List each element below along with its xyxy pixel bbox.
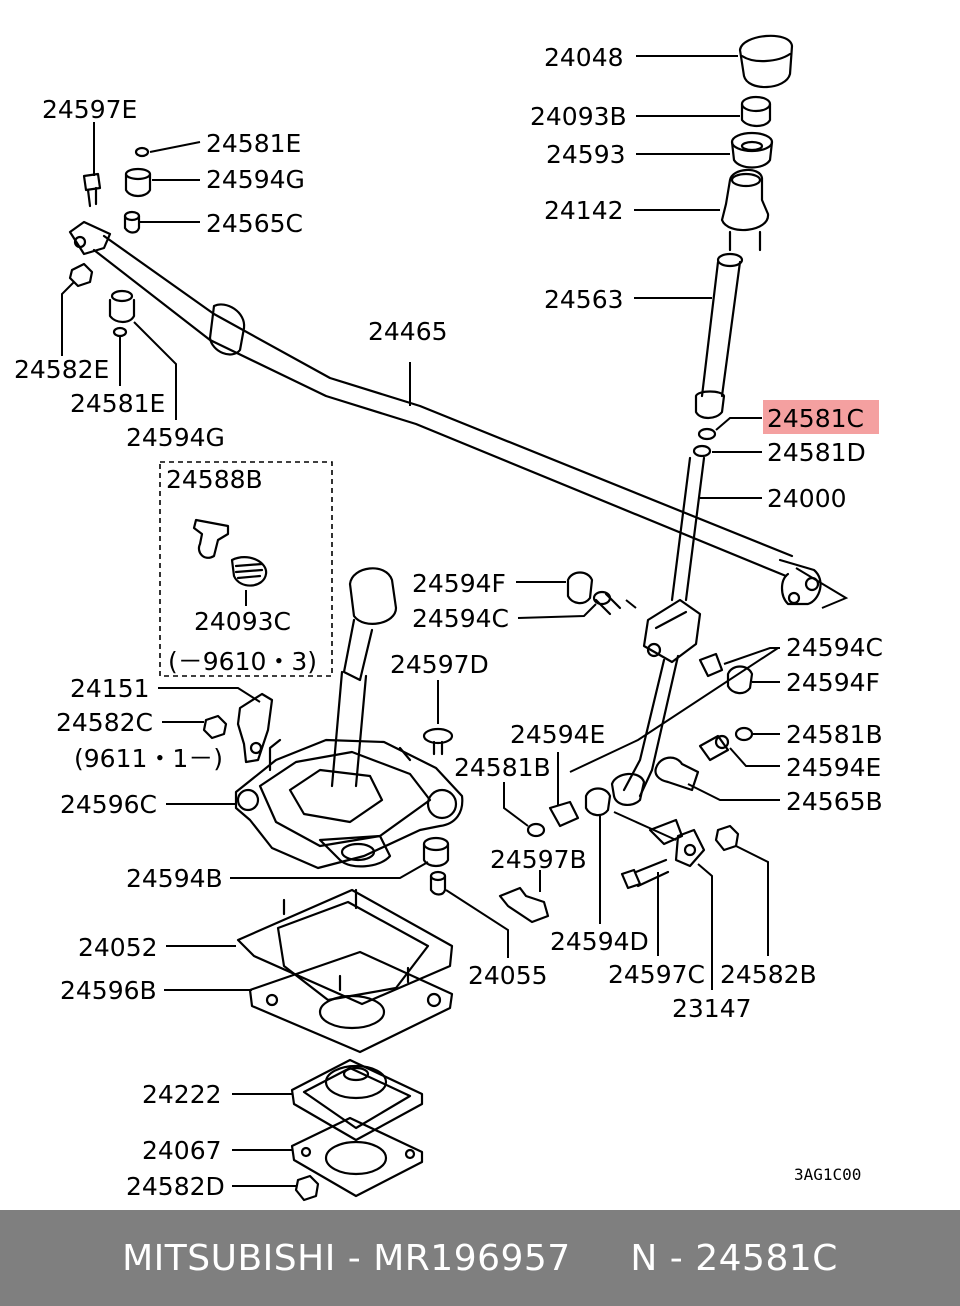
- bushing-24594G-bottom: [108, 289, 136, 324]
- label-24594F-right: 24594F: [786, 668, 880, 697]
- label-24582B: 24582B: [720, 960, 817, 989]
- label-24593: 24593: [546, 140, 626, 169]
- label-24597E: 24597E: [42, 95, 137, 124]
- label-24581B-left: 24581B: [454, 753, 551, 782]
- label-24597C: 24597C: [608, 960, 705, 989]
- label-24581E-bottom: 24581E: [70, 389, 165, 418]
- bolt-24597D: [422, 727, 454, 756]
- bushing-24594C-right: [698, 652, 724, 678]
- label-24582D: 24582D: [126, 1172, 225, 1201]
- label-24465: 24465: [368, 317, 448, 346]
- label-24596C: 24596C: [60, 790, 157, 819]
- highlight-box: [763, 400, 879, 434]
- bushing-24594D: [584, 787, 612, 817]
- footer-bar: MITSUBISHI - MR196957 N - 24581C: [0, 1210, 960, 1306]
- bolt-24597C: [620, 858, 670, 890]
- label-24055: 24055: [468, 961, 548, 990]
- label-24597B: 24597B: [490, 845, 587, 874]
- gasket-24067: [290, 1116, 424, 1198]
- label-24594C-right: 24594C: [786, 633, 883, 662]
- label-24048: 24048: [544, 43, 624, 72]
- label-24596B: 24596B: [60, 976, 157, 1005]
- gasket-24596B: [248, 950, 454, 1054]
- ring-24581D: [692, 444, 712, 458]
- label-24582C: 24582C: [56, 708, 153, 737]
- label-date-9610: (－9610・3): [168, 647, 317, 676]
- bushing-24594G-top: [124, 167, 152, 198]
- label-24565C: 24565C: [206, 209, 303, 238]
- label-24594G-top: 24594G: [206, 165, 305, 194]
- label-24594D: 24594D: [550, 927, 649, 956]
- bushing-24594C-left: [592, 590, 622, 616]
- bolt-24597E: [82, 172, 102, 208]
- collar-24055: [429, 870, 447, 896]
- part-labels: 24048 24093B 24593 24142 24563 24581C 24…: [14, 43, 883, 1201]
- bracket-23147: [648, 818, 706, 868]
- label-24093C: 24093C: [194, 607, 291, 636]
- label-24582E: 24582E: [14, 355, 109, 384]
- footer-title: MITSUBISHI - MR196957 N - 24581C: [122, 1237, 838, 1279]
- label-24581D: 24581D: [767, 438, 866, 467]
- boot-24593: [730, 131, 774, 169]
- label-24594G-bottom: 24594G: [126, 423, 225, 452]
- bushing-24594B: [422, 836, 450, 868]
- bushing-24594F-left: [566, 571, 594, 605]
- label-24581E-top: 24581E: [206, 129, 301, 158]
- label-24594E-top: 24594E: [510, 720, 605, 749]
- nut-24582E: [68, 262, 94, 288]
- ring-24581E-bottom: [112, 326, 128, 338]
- plate-24052: [236, 888, 454, 1006]
- label-24151: 24151: [70, 674, 150, 703]
- label-24565B: 24565B: [786, 787, 883, 816]
- label-24222: 24222: [142, 1080, 222, 1109]
- lever-24000: [610, 456, 706, 806]
- knob-24048: [738, 34, 794, 89]
- label-24093B: 24093B: [530, 102, 627, 131]
- label-24588B: 24588B: [166, 465, 263, 494]
- label-24067: 24067: [142, 1136, 222, 1165]
- label-24563: 24563: [544, 285, 624, 314]
- bolt-24597B: [498, 886, 550, 924]
- label-24142: 24142: [544, 196, 624, 225]
- boot-24142: [720, 168, 770, 252]
- ring-24581C: [697, 427, 717, 441]
- bushing-24594F-right: [726, 665, 754, 695]
- ring-24581E-top: [134, 146, 150, 158]
- rod-24465: [68, 220, 822, 606]
- lever-24151: [236, 692, 274, 764]
- inset-box: [159, 461, 333, 677]
- label-diagram-code: 3AG1C00: [794, 1165, 861, 1184]
- label-23147: 23147: [672, 994, 752, 1023]
- ring-24581B-left: [526, 822, 546, 838]
- nut-24582B: [714, 824, 740, 852]
- leader-lines: [61, 55, 849, 1187]
- label-date-9611: (9611・1－): [74, 744, 223, 773]
- collar-24565C: [123, 210, 141, 234]
- label-24000: 24000: [767, 484, 847, 513]
- collar-24565B: [654, 756, 700, 792]
- shifter-housing-24596C: [234, 567, 464, 870]
- parts-diagram: 24048 24093B 24593 24142 24563 24581C 24…: [14, 34, 883, 1202]
- label-24594E-right: 24594E: [786, 753, 881, 782]
- ring-24581B-right: [734, 726, 754, 742]
- label-24597D: 24597D: [390, 650, 489, 679]
- label-24594F-left: 24594F: [412, 569, 506, 598]
- label-24581C: 24581C: [767, 404, 864, 433]
- boot-24222: [290, 1058, 424, 1142]
- label-24594C-left: 24594C: [412, 604, 509, 633]
- rod-24563: [694, 252, 744, 420]
- label-24052: 24052: [78, 933, 158, 962]
- bushing-24594E-right: [698, 734, 730, 762]
- bushing-24093B: [740, 95, 772, 128]
- label-24594B: 24594B: [126, 864, 223, 893]
- nut-24582D: [294, 1174, 320, 1202]
- nut-24582C: [202, 714, 228, 740]
- bushing-24594E-left: [548, 800, 580, 828]
- label-24581B-right: 24581B: [786, 720, 883, 749]
